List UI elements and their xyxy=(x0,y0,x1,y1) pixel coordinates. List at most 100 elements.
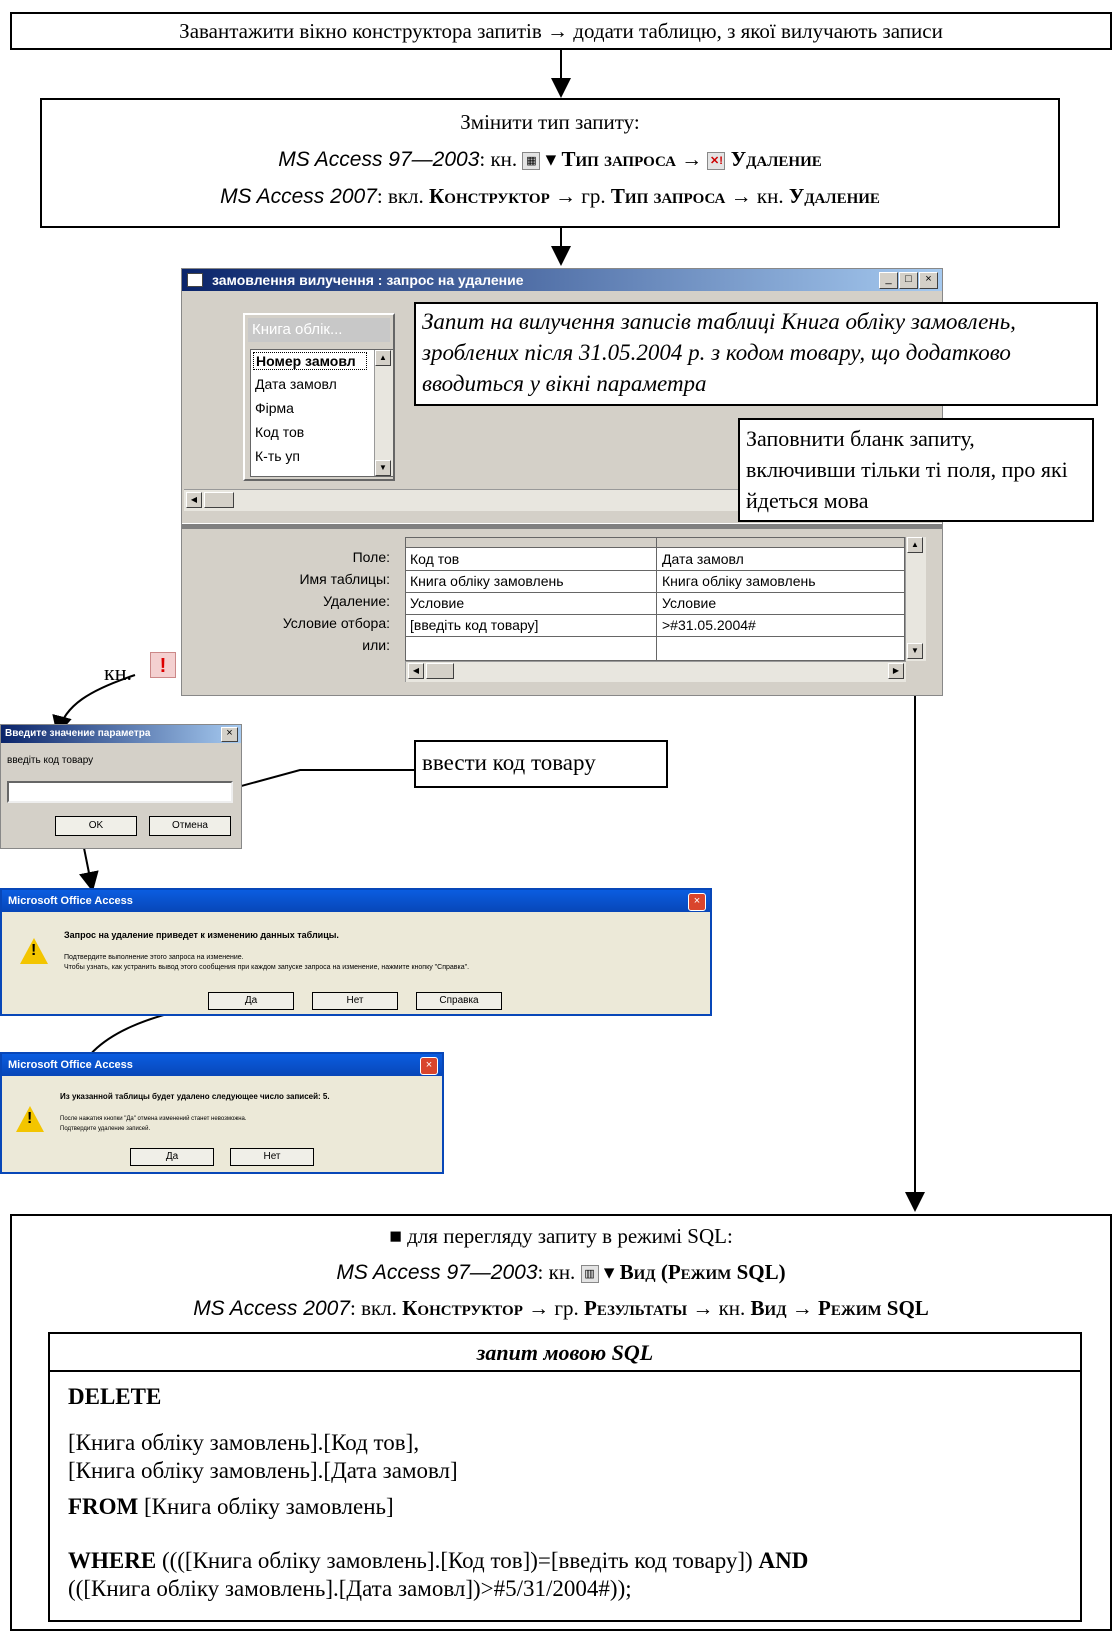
cancel-button[interactable]: Отмена xyxy=(149,816,231,836)
pane-splitter[interactable] xyxy=(182,523,942,529)
msg1-line1: Подтвердите выполнение этого запроса на … xyxy=(64,954,244,961)
scroll-down-icon[interactable]: ▼ xyxy=(375,460,391,476)
param-dialog-titlebar: Введите значение параметра xyxy=(1,725,241,743)
grid-hscroll[interactable]: ◀ ▶ xyxy=(405,661,906,682)
msg2-heading: Из указанной таблицы будет удалено следу… xyxy=(60,1092,330,1101)
grid-label-field: Поле: xyxy=(352,549,390,565)
warning-icon-mark: ! xyxy=(27,1110,33,1127)
sql-line3: MS Access 2007: вкл. Конструктор → гр. Р… xyxy=(193,1296,929,1320)
grid-header-row xyxy=(406,538,904,548)
close-button[interactable]: × xyxy=(688,893,706,911)
yes-button[interactable]: Да xyxy=(208,992,294,1010)
grid-cell-table-2[interactable]: Книга обліку замовлень xyxy=(662,573,816,589)
scroll-down-icon[interactable]: ▼ xyxy=(907,643,923,659)
grid-cell-table-1[interactable]: Книга обліку замовлень xyxy=(410,573,564,589)
grid-label-table: Имя таблицы: xyxy=(299,571,390,587)
no-button[interactable]: Нет xyxy=(230,1148,314,1166)
msg1-titlebar: Microsoft Office Access xyxy=(2,890,710,912)
note1-box: Запит на вилучення записів таблиці Книга… xyxy=(414,302,1098,406)
grid-row-line xyxy=(406,592,904,593)
scroll-thumb[interactable] xyxy=(204,492,234,508)
grid-cell-delete-2[interactable]: Условие xyxy=(662,595,717,611)
field-item[interactable]: Дата замовл xyxy=(255,376,337,392)
yes-button[interactable]: Да xyxy=(130,1148,214,1166)
grid-label-or: или: xyxy=(362,637,390,653)
field-list-box: Номер замовл Дата замовл Фірма Код тов К… xyxy=(250,349,394,477)
field-item[interactable]: Номер замовл xyxy=(253,352,367,370)
sql-table-header: запит мовою SQL xyxy=(50,1334,1080,1372)
help-button[interactable]: Справка xyxy=(416,992,502,1010)
grid-cell-delete-1[interactable]: Условие xyxy=(410,595,465,611)
close-button[interactable]: × xyxy=(919,272,938,289)
field-item[interactable]: Фірма xyxy=(255,400,294,416)
window-titlebar: замовлення вилучення : запрос на удалени… xyxy=(182,269,942,291)
note1-text: Запит на вилучення записів таблиці Книга… xyxy=(422,309,1016,396)
grid-cell-field-1[interactable]: Код тов xyxy=(410,551,460,567)
ok-button[interactable]: OK xyxy=(55,816,137,836)
design-grid: Код тов Книга обліку замовлень Условие [… xyxy=(405,537,905,661)
scroll-up-icon[interactable]: ▲ xyxy=(907,537,923,553)
sql-where-2: (([Книга обліку замовлень].[Дата замовл]… xyxy=(68,1576,632,1601)
run-icon[interactable]: ! xyxy=(150,652,176,678)
scroll-left-icon[interactable]: ◀ xyxy=(186,492,202,508)
msg1-heading: Запрос на удаление приведет к изменению … xyxy=(64,930,339,940)
delete-query-icon: ✕! xyxy=(707,152,726,171)
note3-text: ввести код товару xyxy=(422,750,596,775)
note2-text: Заповнити бланк запиту, включивши тільки… xyxy=(746,426,1068,513)
confirm-dialog-1: Microsoft Office Access × ! Запрос на уд… xyxy=(0,888,712,1016)
msg2-line2: Подтвердите удаление записей. xyxy=(60,1126,151,1132)
grid-row-line xyxy=(406,636,904,637)
param-dialog-title: Введите значение параметра xyxy=(5,728,151,739)
grid-cell-criteria-2[interactable]: >#31.05.2004# xyxy=(662,617,756,633)
warning-icon xyxy=(20,938,48,964)
scroll-left-icon[interactable]: ◀ xyxy=(408,663,424,679)
sql-delete: DELETE xyxy=(68,1384,162,1409)
scroll-up-icon[interactable]: ▲ xyxy=(375,350,391,366)
window-title: замовлення вилучення : запрос на удалени… xyxy=(212,272,524,288)
step2-box: Змінити тип запиту: MS Access 97—2003: к… xyxy=(40,98,1060,228)
grid-vscroll[interactable]: ▲ ▼ xyxy=(905,537,926,661)
close-button[interactable]: × xyxy=(420,1057,438,1075)
field-list-scrollbar[interactable]: ▲ ▼ xyxy=(374,350,393,476)
maximize-button[interactable]: □ xyxy=(899,272,918,289)
msg2-title: Microsoft Office Access xyxy=(8,1059,133,1071)
query-type-icon: ▦ xyxy=(522,152,541,171)
scroll-right-icon[interactable]: ▶ xyxy=(888,663,904,679)
step2-line2: MS Access 97—2003: кн. ▦ ▾ Тип запроса →… xyxy=(278,147,822,171)
query-grid-pane: Поле: Имя таблицы: Удаление: Условие отб… xyxy=(184,531,940,693)
step1-box: Завантажити вікно конструктора запитів →… xyxy=(10,12,1112,50)
grid-col-divider xyxy=(656,538,657,660)
sql-view-box: ■ для перегляду запиту в режимі SQL: MS … xyxy=(10,1214,1112,1631)
window-app-icon xyxy=(187,273,203,287)
minimize-button[interactable]: _ xyxy=(879,272,898,289)
sql-fields-2: [Книга обліку замовлень].[Дата замовл] xyxy=(68,1458,458,1483)
step2-line3: MS Access 2007: вкл. Конструктор → гр. Т… xyxy=(220,184,880,208)
run-label: кн. xyxy=(104,660,132,685)
table-list-title: Книга облік... xyxy=(248,318,390,342)
grid-cell-criteria-1[interactable]: [введіть код товару] xyxy=(410,617,539,633)
msg1-title: Microsoft Office Access xyxy=(8,895,133,907)
note2-box: Заповнити бланк запиту, включивши тільки… xyxy=(738,418,1094,522)
step2-line1: Змінити тип запиту: xyxy=(460,110,640,134)
field-item[interactable]: К-ть уп xyxy=(255,448,300,464)
param-prompt: введіть код товару xyxy=(7,755,94,766)
field-item[interactable]: Код тов xyxy=(255,424,305,440)
scroll-thumb[interactable] xyxy=(426,663,454,679)
warning-icon-mark: ! xyxy=(31,942,37,959)
close-button[interactable]: × xyxy=(221,727,238,742)
no-button[interactable]: Нет xyxy=(312,992,398,1010)
grid-cell-field-2[interactable]: Дата замовл xyxy=(662,551,744,567)
grid-row-line xyxy=(406,570,904,571)
warning-icon xyxy=(16,1106,44,1132)
grid-row-line xyxy=(406,614,904,615)
sql-line2: MS Access 97—2003: кн. ▥ ▾ Вид (Режим SQ… xyxy=(336,1260,786,1284)
table-field-list[interactable]: Книга облік... Номер замовл Дата замовл … xyxy=(243,313,395,481)
sql-fields-1: [Книга обліку замовлень].[Код тов], xyxy=(68,1430,420,1455)
msg2-line1: После нажатия кнопки "Да" отмена изменен… xyxy=(60,1116,247,1122)
param-input[interactable] xyxy=(7,781,233,803)
sql-line1: ■ для перегляду запиту в режимі SQL: xyxy=(389,1224,733,1248)
grid-label-delete: Удаление: xyxy=(323,593,390,609)
confirm-dialog-2: Microsoft Office Access × ! Из указанной… xyxy=(0,1052,444,1174)
msg2-titlebar: Microsoft Office Access xyxy=(2,1054,442,1076)
grid-label-criteria: Условие отбора: xyxy=(282,615,390,631)
